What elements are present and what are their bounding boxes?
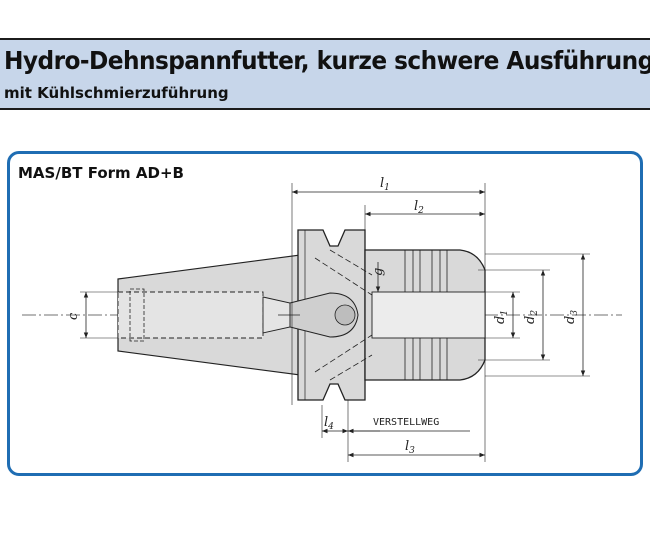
label-d3: d3 <box>563 310 580 324</box>
form-label: MAS/BT Form AD+B <box>18 164 184 182</box>
label-d1: d1 <box>493 310 510 324</box>
header-band: Hydro-Dehnspannfutter, kurze schwere Aus… <box>0 38 650 110</box>
label-c: c <box>66 312 81 320</box>
label-g: g <box>371 268 386 276</box>
pull-stud-thread <box>129 288 145 342</box>
label-l3: l3 <box>405 439 415 456</box>
label-l2: l2 <box>414 199 424 216</box>
label-l1: l1 <box>380 176 390 193</box>
clamping-bore <box>371 291 486 339</box>
label-d2: d2 <box>523 310 540 324</box>
label-verstellweg: VERSTELLWEG <box>373 417 439 428</box>
adjusting-screw <box>289 292 359 338</box>
label-l4: l4 <box>324 415 334 432</box>
page-title: Hydro-Dehnspannfutter, kurze schwere Aus… <box>4 46 650 75</box>
pull-stud-bore <box>117 291 264 339</box>
page-subtitle: mit Kühlschmierzuführung <box>4 84 229 102</box>
